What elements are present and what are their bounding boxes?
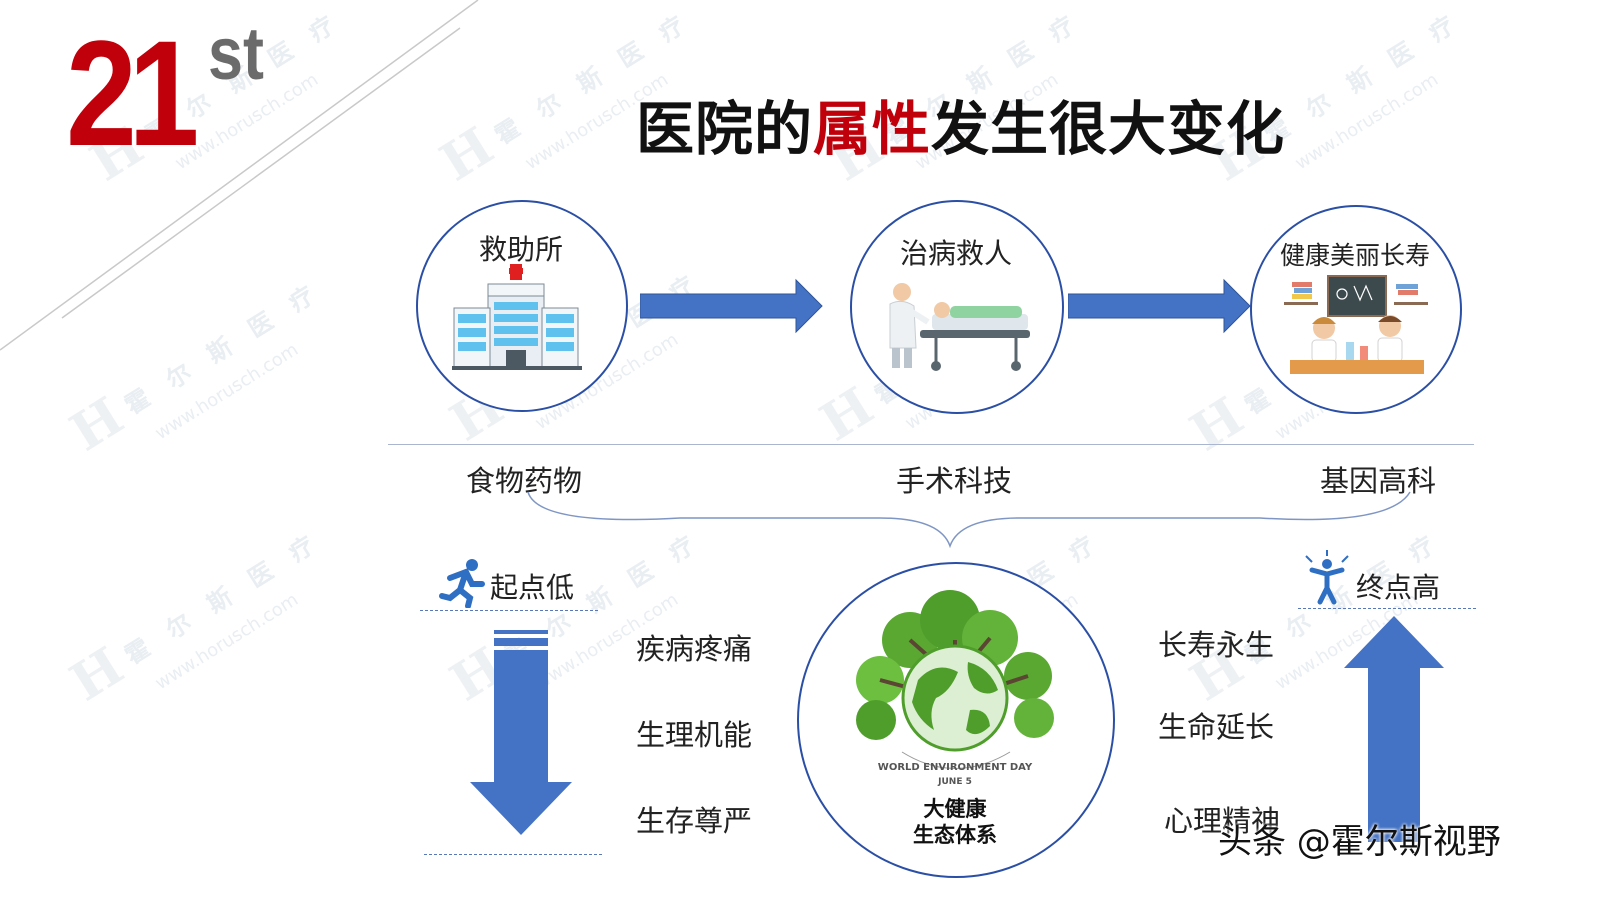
left-item-pain: 疾病疼痛 xyxy=(636,632,753,666)
brace-connector xyxy=(527,491,1411,549)
arrow-right-icon xyxy=(640,278,823,334)
title-highlight: 属性 xyxy=(813,95,932,163)
left-item-physiology: 生理机能 xyxy=(636,718,753,752)
patient-stretcher-icon xyxy=(889,283,1030,371)
start-dotted-line xyxy=(420,610,598,611)
start-label: 起点低 xyxy=(490,571,575,604)
end-dotted-line xyxy=(1298,608,1476,609)
stage-label-longevity: 健康美丽长寿 xyxy=(1279,241,1430,270)
title-part1: 医院的 xyxy=(636,95,814,163)
stage-label-rescue: 救助所 xyxy=(478,233,563,266)
down-arrow-icon xyxy=(470,630,572,835)
stage-label-treatment: 治病救人 xyxy=(899,237,1012,270)
right-item-mental: 心理精神 xyxy=(1164,804,1281,838)
jumping-person-icon xyxy=(1305,550,1349,605)
eco-text: 大健康 生态体系 xyxy=(875,796,1035,848)
eco-text-line1: 大健康 xyxy=(923,797,987,821)
earth-tree-icon: WORLD ENVIRONMENT DAY JUNE 5 xyxy=(856,590,1054,787)
eco-text-line2: 生态体系 xyxy=(913,823,997,847)
driver-label-medicine: 食物药物 xyxy=(466,464,583,498)
driver-label-genetics: 基因高科 xyxy=(1320,464,1437,498)
badge-line2: JUNE 5 xyxy=(937,777,972,787)
footer-attribution: 头条 @霍尔斯视野 xyxy=(1218,822,1501,862)
driver-label-surgery: 手术科技 xyxy=(896,464,1013,498)
page-title: 医院的属性发生很大变化 xyxy=(636,82,1285,166)
badge-line1: WORLD ENVIRONMENT DAY xyxy=(878,762,1033,773)
logo-suffix: st xyxy=(208,12,264,95)
separator-line xyxy=(388,444,1474,445)
arrow-right-icon xyxy=(1068,278,1251,334)
decorative-diagonal-lines xyxy=(0,0,479,351)
logo-number: 21 xyxy=(66,9,199,177)
end-label: 终点高 xyxy=(1356,571,1441,604)
right-item-life-extension: 生命延长 xyxy=(1158,710,1275,744)
scientists-lab-icon xyxy=(1284,275,1428,374)
left-item-dignity: 生存尊严 xyxy=(636,804,753,838)
title-part2: 发生很大变化 xyxy=(931,95,1286,163)
right-item-immortality: 长寿永生 xyxy=(1158,628,1275,662)
bottom-dotted-line xyxy=(424,854,602,855)
hospital-icon xyxy=(452,264,582,370)
up-arrow-icon xyxy=(1344,616,1444,842)
running-person-icon xyxy=(439,559,485,608)
